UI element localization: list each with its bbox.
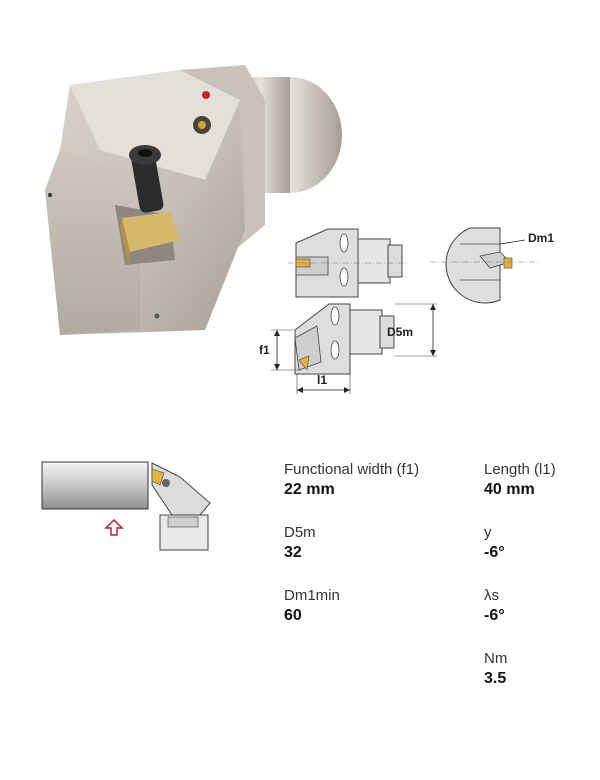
product-photo [45,65,342,335]
spec-label-lambda-s: λs [484,587,499,604]
spec-label-length: Length (l1) [484,461,556,478]
spec-label-nm: Nm [484,650,508,667]
spec-value-functional-width: 22 mm [284,481,335,498]
dm1-label: Dm1 [528,231,554,245]
l1-label: l1 [317,373,327,387]
technical-drawing-dimensions: D5m f1 l1 [259,303,437,394]
spec-value-lambda-s: -6° [484,607,505,624]
application-schematic [41,461,211,551]
spec-value-nm: 3.5 [484,670,507,687]
spec-label-d5m: D5m [284,524,316,541]
spec-label-dm1min: Dm1min [284,587,340,604]
d5m-label: D5m [387,325,413,339]
spec-value-y: -6° [484,544,505,561]
spec-value-length: 40 mm [484,481,535,498]
technical-drawing-side-view [288,228,408,298]
spec-value-d5m: 32 [284,544,302,561]
spec-label-y: y [484,524,492,541]
technical-drawing-end-view: Dm1 [430,227,554,304]
up-arrow-icon [104,518,124,536]
f1-label: f1 [259,343,270,357]
spec-value-dm1min: 60 [284,607,302,624]
spec-label-functional-width: Functional width (f1) [284,461,420,478]
